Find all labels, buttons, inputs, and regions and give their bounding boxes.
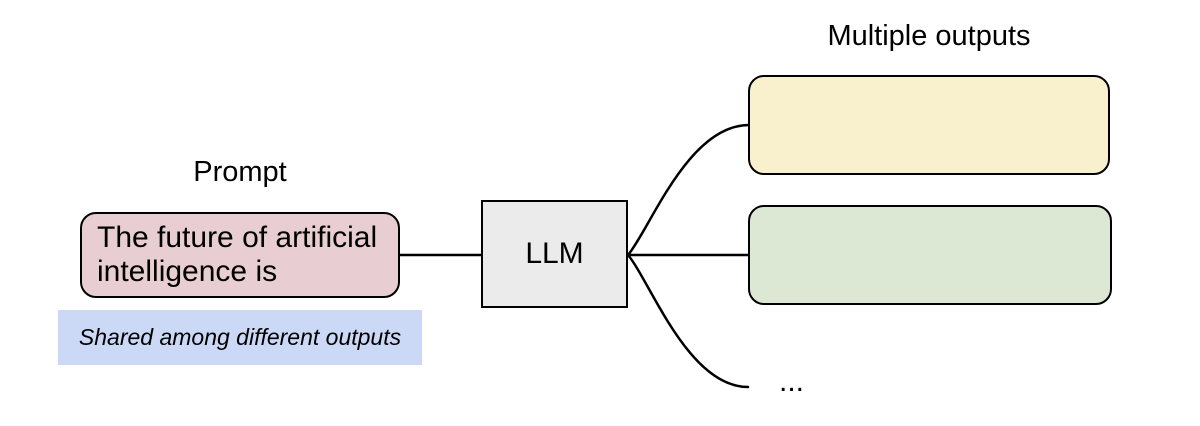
output-box-middle [748,205,1112,305]
prompt-box: The future of artificial intelligence is [80,212,400,298]
prompt-title: Prompt [193,156,287,188]
outputs-title: Multiple outputs [827,20,1031,52]
prompt-shared-note-text: Shared among different outputs [78,324,402,350]
output-box-top [748,75,1110,175]
llm-to-more-outputs-connector [626,253,750,389]
llm-label: LLM [525,237,584,270]
llm-box: LLM [481,200,628,308]
llm-to-output-top-connector [626,123,751,257]
prompt-text: The future of artificial intelligence is [97,221,378,288]
more-outputs-ellipsis: ... [779,365,805,398]
prompt-shared-note: Shared among different outputs [58,310,422,365]
